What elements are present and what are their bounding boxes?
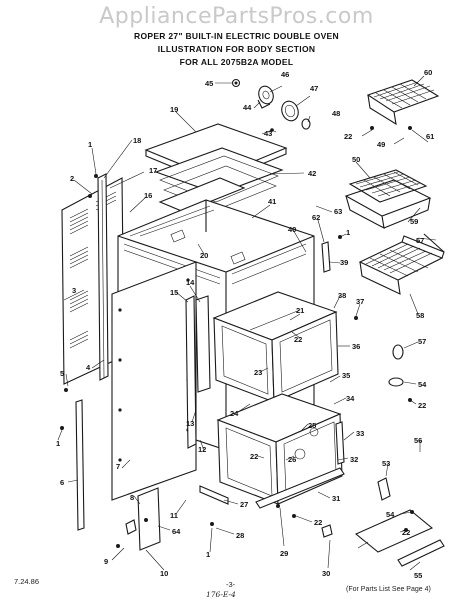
parts-list-note: (For Parts List See Page 4) xyxy=(346,586,431,593)
page-number: -3- xyxy=(226,580,236,589)
callout-37: 37 xyxy=(356,297,364,306)
callout-57-a: 57 xyxy=(416,236,424,245)
callout-10: 10 xyxy=(160,569,168,578)
callout-7: 7 xyxy=(116,462,120,471)
callout-1-c: 1 xyxy=(56,439,60,448)
part-insulation xyxy=(154,147,284,213)
callout-25: 25 xyxy=(308,421,316,430)
callout-19: 19 xyxy=(170,105,178,114)
callout-41: 41 xyxy=(268,197,276,206)
callout-55: 55 xyxy=(414,571,422,580)
callout-8: 8 xyxy=(130,493,134,502)
callout-62: 62 xyxy=(312,213,320,222)
callout-56: 56 xyxy=(414,436,422,445)
callout-31: 31 xyxy=(332,494,340,503)
callout-1-a: 1 xyxy=(88,140,92,149)
callout-26: 26 xyxy=(288,455,296,464)
handwritten-note: 176-E-4 xyxy=(206,590,236,599)
part-hinge-bracket xyxy=(125,487,161,551)
part-top-rack xyxy=(366,79,440,126)
callout-58: 58 xyxy=(416,311,424,320)
callout-53: 53 xyxy=(382,459,390,468)
callout-34: 34 xyxy=(346,394,355,403)
callout-15: 15 xyxy=(170,288,178,297)
callout-44: 44 xyxy=(243,103,252,112)
callout-1-d: 1 xyxy=(206,550,210,559)
callout-22-d: 22 xyxy=(250,452,258,461)
callout-2: 2 xyxy=(70,174,74,183)
watermark: AppliancePartsPros.com xyxy=(99,4,374,29)
callout-24: 24 xyxy=(230,409,239,418)
callout-22-b: 22 xyxy=(294,335,302,344)
callout-32: 32 xyxy=(350,455,358,464)
callout-17: 17 xyxy=(149,166,157,175)
callout-33: 33 xyxy=(356,429,364,438)
callout-46: 46 xyxy=(281,70,289,79)
callout-22-f: 22 xyxy=(402,528,410,537)
callout-30: 30 xyxy=(322,569,330,578)
callout-43: 43 xyxy=(264,129,272,138)
callout-45: 45 xyxy=(205,79,213,88)
callout-64: 64 xyxy=(172,527,181,536)
callout-49: 49 xyxy=(377,140,385,149)
callout-61: 61 xyxy=(426,132,434,141)
callout-6: 6 xyxy=(60,478,64,487)
callout-9: 9 xyxy=(104,557,108,566)
callout-38: 38 xyxy=(338,291,346,300)
callout-28: 28 xyxy=(236,531,244,540)
part-side-strips xyxy=(185,295,211,449)
callout-40: 40 xyxy=(288,225,296,234)
callout-4: 4 xyxy=(86,363,91,372)
callout-3: 3 xyxy=(72,286,76,295)
part-front-panel xyxy=(111,261,197,501)
callout-59: 59 xyxy=(410,217,418,226)
callout-47: 47 xyxy=(310,84,318,93)
callout-42: 42 xyxy=(308,169,316,178)
part-broiler-pan xyxy=(344,169,432,230)
callout-54-b: 54 xyxy=(386,510,395,519)
print-date: 7.24.86 xyxy=(14,577,40,586)
callout-35: 35 xyxy=(342,371,350,380)
callout-36: 36 xyxy=(352,342,360,351)
callout-63: 63 xyxy=(334,207,342,216)
diagram-title-line-3: FOR ALL 2075B2A MODEL xyxy=(179,57,294,67)
part-small-hardware xyxy=(60,126,445,567)
callout-13: 13 xyxy=(186,419,194,428)
callout-14: 14 xyxy=(186,278,195,287)
part-bottom-trim xyxy=(199,467,345,509)
diagram-title-line-1: ROPER 27" BUILT-IN ELECTRIC DOUBLE OVEN xyxy=(134,31,339,41)
callout-27: 27 xyxy=(240,500,248,509)
part-front-trim-strip xyxy=(97,173,109,381)
callout-16: 16 xyxy=(144,191,152,200)
callout-21: 21 xyxy=(296,306,304,315)
callout-22-e: 22 xyxy=(314,518,322,527)
callout-57-b: 57 xyxy=(418,337,426,346)
callout-54-a: 54 xyxy=(418,380,427,389)
callout-22-c: 22 xyxy=(418,401,426,410)
callout-22-a: 22 xyxy=(344,132,352,141)
callout-50: 50 xyxy=(352,155,360,164)
callout-5: 5 xyxy=(60,369,64,378)
part-lower-rack xyxy=(358,233,445,295)
callout-29: 29 xyxy=(280,549,288,558)
part-knob-assembly xyxy=(231,78,311,135)
callout-23: 23 xyxy=(254,368,262,377)
callout-11: 11 xyxy=(170,511,178,520)
callout-labels: 45 46 47 44 48 43 60 22 61 49 50 19 18 1… xyxy=(56,68,434,580)
part-vertical-rod xyxy=(75,399,85,531)
callout-60: 60 xyxy=(424,68,432,77)
callout-12: 12 xyxy=(198,445,206,454)
part-upper-oven-liner xyxy=(212,291,339,403)
callout-18: 18 xyxy=(133,136,141,145)
callout-leader-lines xyxy=(57,75,437,571)
callout-20: 20 xyxy=(200,251,208,260)
callout-1-b: 1 xyxy=(346,228,350,237)
callout-39: 39 xyxy=(340,258,348,267)
callout-48: 48 xyxy=(332,109,340,118)
diagram-title-line-2: ILLUSTRATION FOR BODY SECTION xyxy=(157,44,316,54)
